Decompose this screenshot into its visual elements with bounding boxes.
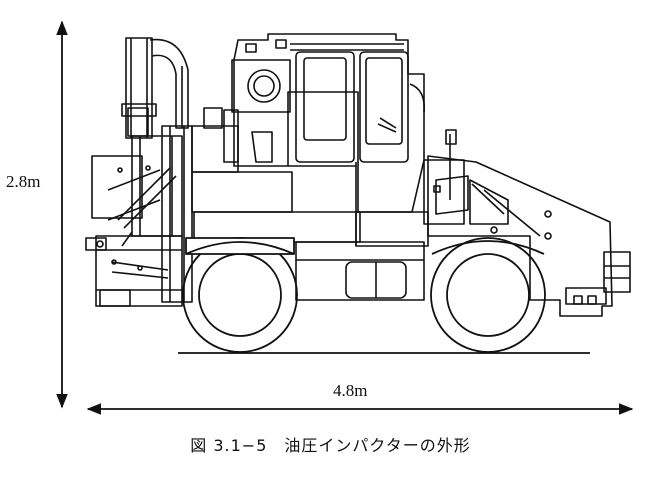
height-dimension-label: 2.8m	[6, 172, 41, 191]
exhaust-stack	[121, 37, 189, 139]
cab	[231, 33, 426, 246]
chassis	[295, 159, 465, 301]
impactor-frame	[85, 107, 193, 307]
rear-hood	[427, 129, 631, 317]
figure-caption: 図 3.1−5 油圧インパクターの外形	[190, 436, 471, 455]
front-wheel	[182, 237, 298, 353]
engine-housing	[191, 107, 361, 243]
width-dimension-label: 4.8m	[333, 381, 368, 400]
rear-wheel	[430, 237, 546, 353]
